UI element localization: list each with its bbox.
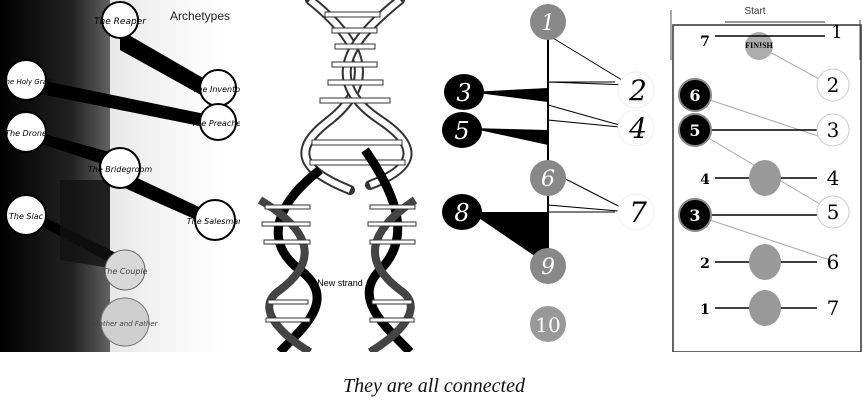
left-number-3: 3 <box>689 206 700 225</box>
board-row-2: 5 3 <box>678 113 850 147</box>
node-bridegroom <box>99 147 141 189</box>
node-couple <box>104 249 146 291</box>
node-mother-father <box>100 297 150 347</box>
label-preacher: The Preacher <box>191 119 240 128</box>
open-number-2: 2 <box>628 74 647 107</box>
board-row-3: 4 4 <box>700 160 839 196</box>
board-row-1: 6 2 <box>678 68 850 112</box>
black-number-5: 5 <box>454 117 469 145</box>
numbers-panel: 1 6 9 10 3 5 8 2 <box>440 0 665 352</box>
right-number-7: 7 <box>827 296 840 320</box>
left-number-2: 2 <box>700 256 710 272</box>
start-label: Start <box>744 6 765 17</box>
spine-number-1: 1 <box>541 11 555 36</box>
spine-node-10: 10 <box>530 306 566 342</box>
black-node-3: 3 <box>444 74 484 110</box>
node-holy-grail <box>5 59 47 101</box>
right-number-3: 3 <box>827 118 840 142</box>
dna-helix-illustration: New strand <box>240 0 440 352</box>
board-row-4: 3 5 <box>678 195 850 232</box>
label-mother-father: Mother and Father <box>93 320 159 328</box>
top-right-number: 1 <box>831 22 842 43</box>
black-number-8: 8 <box>454 199 469 227</box>
label-salesman: The Salesman <box>187 217 240 226</box>
black-node-8: 8 <box>442 194 482 230</box>
label-bridegroom: The Bridegroom <box>88 165 153 174</box>
open-node-4: 4 <box>617 109 655 147</box>
spine-node-1: 1 <box>530 4 566 40</box>
spine-number-10: 10 <box>535 313 560 337</box>
board-row-6: 1 7 <box>700 290 839 326</box>
label-drone: The Drone <box>5 129 47 138</box>
board-row-5: 2 6 <box>700 244 839 280</box>
label-couple: The Couple <box>102 267 147 276</box>
dna-panel: New strand <box>240 0 440 352</box>
label-holy-grail: The Holy Grail <box>1 78 51 86</box>
right-number-4: 4 <box>827 166 840 190</box>
spine-node-6: 6 <box>530 160 566 196</box>
spine-node-9: 9 <box>530 248 566 284</box>
left-number-1: 1 <box>700 302 710 318</box>
top-left-number: 7 <box>700 34 710 50</box>
label-inventor: The Inventor <box>193 85 240 94</box>
node-slac <box>5 194 47 236</box>
right-number-5: 5 <box>827 200 840 224</box>
label-slac: The Slac <box>9 212 44 221</box>
black-number-3: 3 <box>456 79 471 107</box>
open-node-2: 2 <box>617 71 655 109</box>
node-preacher <box>199 103 237 141</box>
node-drone <box>5 111 47 153</box>
black-node-5: 5 <box>442 112 482 148</box>
open-node-7: 7 <box>617 193 655 231</box>
right-number-2: 2 <box>827 73 840 97</box>
open-number-7: 7 <box>629 196 647 229</box>
finish-label: FINISH <box>745 41 773 50</box>
archetypes-title: Archetypes <box>170 9 230 23</box>
spine-number-6: 6 <box>541 167 555 192</box>
node-reaper <box>101 1 139 39</box>
spine-number-9: 9 <box>541 255 555 280</box>
right-number-6: 6 <box>827 250 840 274</box>
archetypes-panel: Archetypes The Reaper The Holy Grail The… <box>0 0 240 352</box>
open-number-4: 4 <box>628 112 647 145</box>
label-reaper: The Reaper <box>94 17 147 27</box>
left-number-4: 4 <box>700 172 710 188</box>
board-panel: Start FINISH 7 1 6 2 5 3 <box>665 0 868 352</box>
left-number-6: 6 <box>689 86 700 105</box>
left-number-5: 5 <box>689 121 700 140</box>
new-strand-label: New strand <box>317 278 363 288</box>
figure-caption: They are all connected <box>343 375 525 397</box>
node-salesman <box>194 199 236 241</box>
